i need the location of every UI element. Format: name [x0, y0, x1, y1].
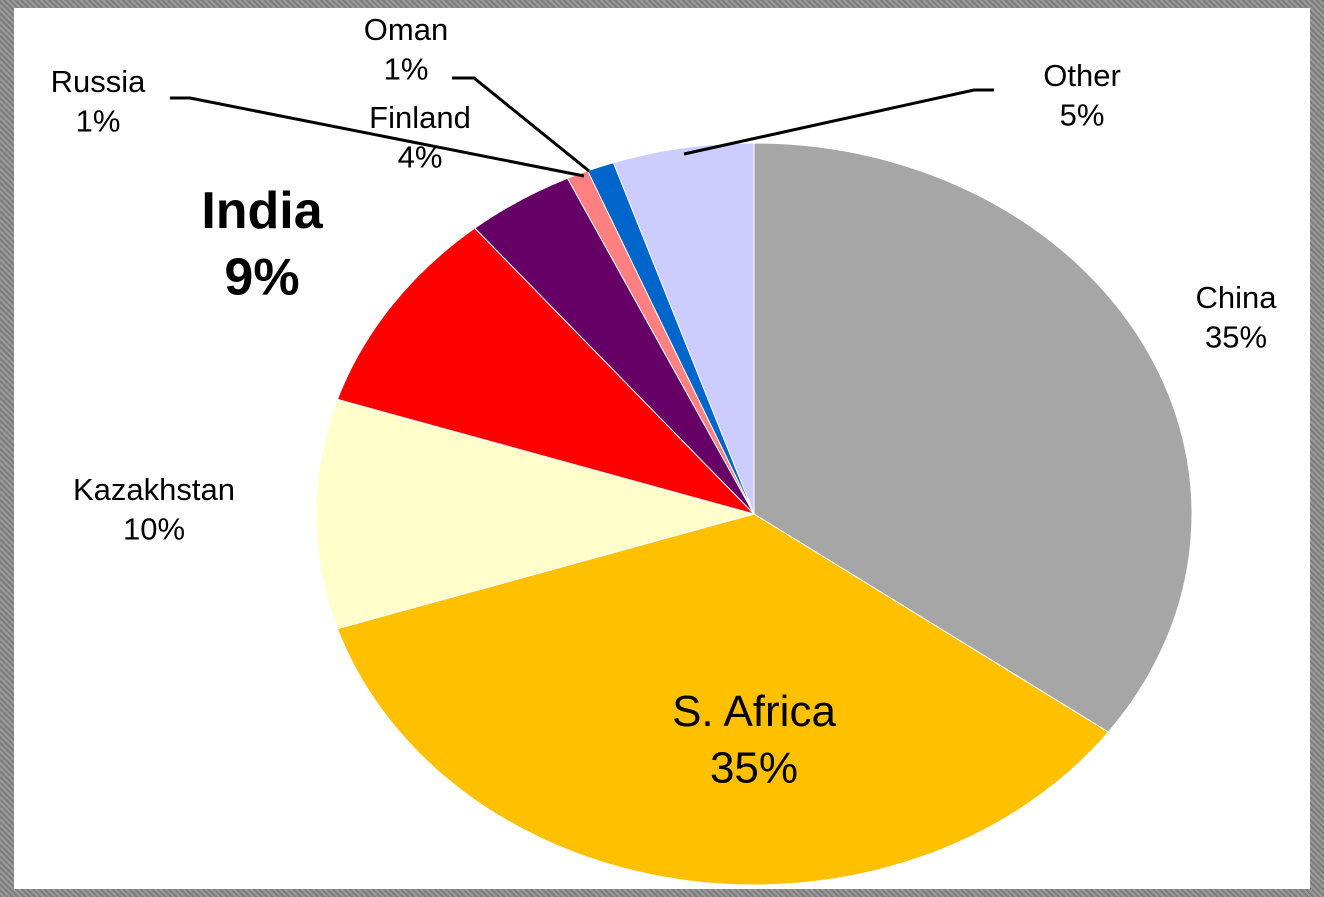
slice-other	[612, 142, 755, 515]
label-name-finland: Finland	[369, 100, 471, 135]
label-finland: Finland 4%	[369, 100, 471, 175]
label-pct-finland: 4%	[398, 140, 443, 175]
label-china: China 35%	[1196, 280, 1278, 355]
label-name-kazakhstan: Kazakhstan	[73, 472, 235, 507]
label-pct-kazakhstan: 10%	[123, 512, 185, 547]
chart-panel: China 35% S. Africa 35% Kazakhstan 10% India 9%…	[14, 8, 1310, 889]
leader-line-other	[683, 88, 994, 156]
leader-lines	[170, 76, 994, 178]
label-name-other: Other	[1043, 58, 1121, 93]
label-name-china: China	[1196, 280, 1278, 315]
label-pct-oman: 1%	[384, 52, 429, 87]
label-pct-russia: 1%	[76, 104, 121, 139]
label-india: India 9%	[201, 182, 323, 307]
label-pct-china: 35%	[1205, 320, 1267, 355]
label-name-oman: Oman	[364, 12, 448, 47]
label-pct-s-africa: 35%	[710, 743, 798, 792]
leader-line-oman	[452, 76, 590, 173]
label-name-s-africa: S. Africa	[672, 687, 836, 736]
label-kazakhstan: Kazakhstan 10%	[73, 472, 235, 547]
slice-india	[336, 227, 756, 515]
label-oman: Oman 1%	[364, 12, 448, 87]
label-russia: Russia 1%	[51, 64, 147, 139]
slice-kazakhstan	[315, 398, 756, 630]
slice-china	[753, 142, 1193, 733]
slice-labels: China 35% S. Africa 35% Kazakhstan 10% India 9%…	[51, 12, 1278, 792]
label-pct-other: 5%	[1060, 98, 1105, 133]
leader-line-russia	[170, 96, 585, 178]
pie-slices	[315, 142, 1193, 886]
label-name-russia: Russia	[51, 64, 147, 99]
label-s-africa: S. Africa 35%	[672, 687, 836, 792]
label-other: Other 5%	[1043, 58, 1121, 133]
label-name-india: India	[201, 182, 323, 240]
pie-chart: China 35% S. Africa 35% Kazakhstan 10% India 9%…	[51, 12, 1278, 886]
slice-s-africa	[336, 513, 1110, 886]
label-pct-india: 9%	[224, 249, 299, 307]
